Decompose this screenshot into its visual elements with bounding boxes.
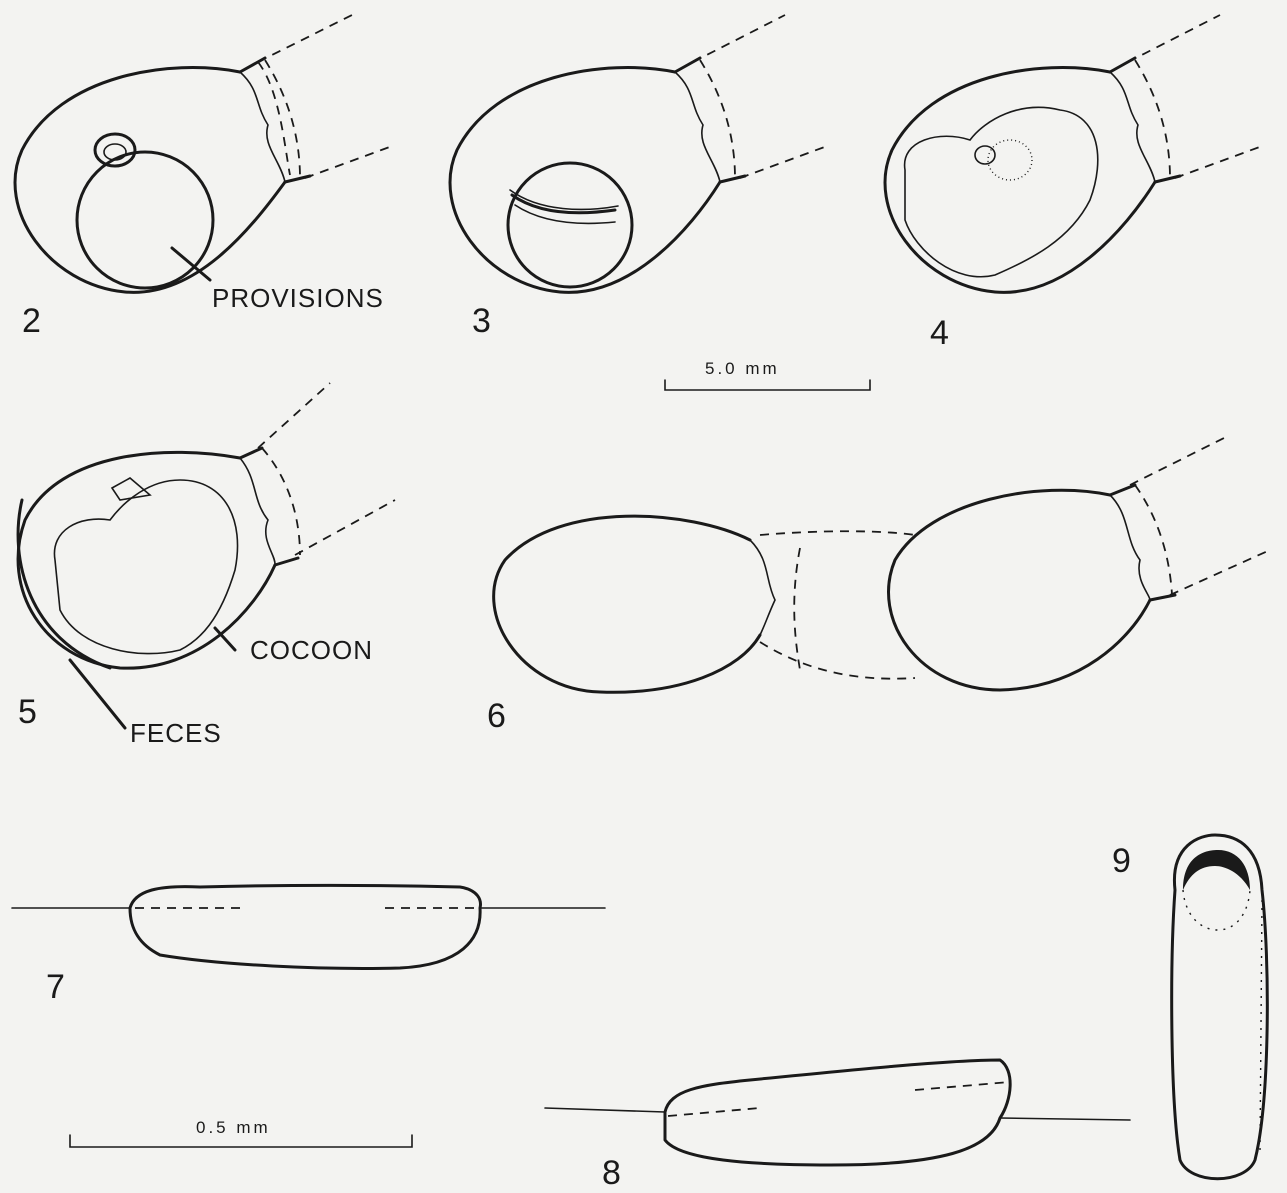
feces-label: FECES	[130, 718, 222, 749]
scale-label-small: 0.5 mm	[196, 1118, 271, 1138]
figure-number-6: 6	[487, 697, 507, 736]
figure-3-cell-drawing	[450, 15, 830, 292]
figure-number-7: 7	[46, 968, 66, 1007]
provisions-label: PROVISIONS	[212, 283, 384, 314]
scale-label-large: 5.0 mm	[705, 359, 780, 379]
figure-7-egg-drawing	[12, 886, 605, 969]
figure-number-9: 9	[1112, 842, 1132, 881]
figure-4-cell-drawing	[885, 15, 1265, 292]
scale-bar-large	[665, 380, 870, 390]
figure-number-3: 3	[472, 302, 492, 341]
figure-6-cell-drawing	[494, 435, 1270, 692]
figure-number-4: 4	[930, 314, 950, 353]
figure-8-egg-drawing	[545, 1060, 1130, 1165]
figure-9-egg-drawing	[1172, 835, 1268, 1179]
figure-number-2: 2	[22, 302, 42, 341]
figure-number-8: 8	[602, 1154, 622, 1193]
figure-5-cell-drawing	[18, 383, 395, 728]
figure-number-5: 5	[18, 693, 38, 732]
figure-2-cell-drawing	[15, 15, 395, 292]
cocoon-label: COCOON	[250, 635, 373, 666]
